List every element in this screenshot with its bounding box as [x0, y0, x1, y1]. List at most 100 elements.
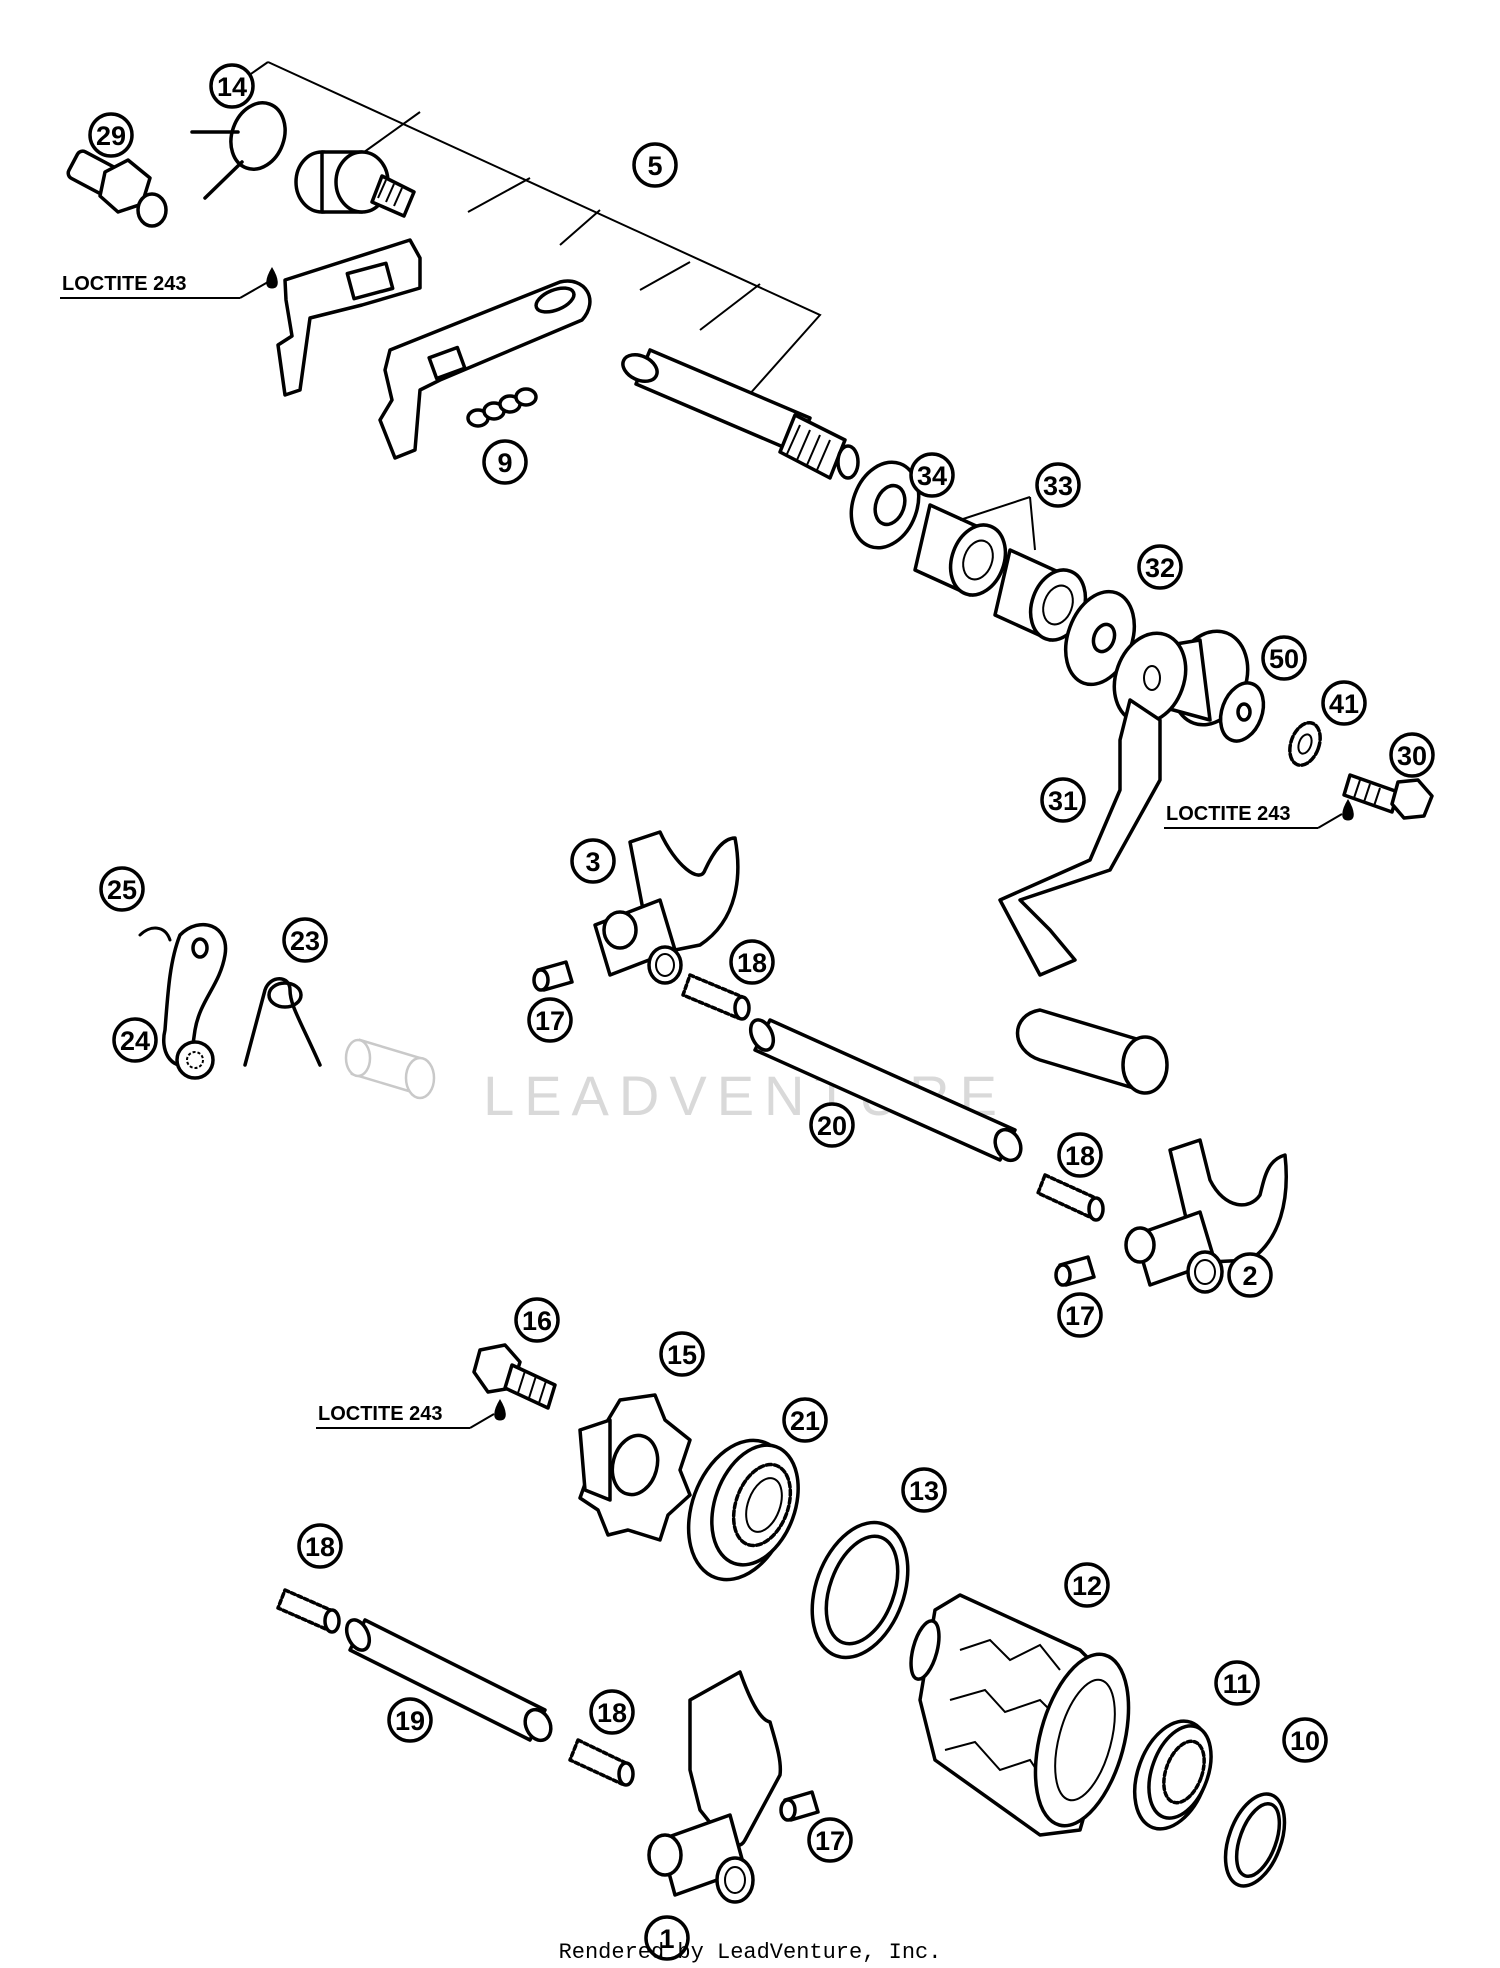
- part-shift-shaft[interactable]: [619, 348, 860, 480]
- part-31-shift-lever[interactable]: [998, 621, 1260, 1095]
- callout-p25: 25: [99, 866, 145, 912]
- part-2-shift-fork[interactable]: [1124, 1138, 1288, 1294]
- callout-p33: 33: [1035, 462, 1081, 508]
- callout-circle: [644, 1915, 690, 1961]
- callout-p19: 19: [387, 1697, 433, 1743]
- callout-circle: [659, 1331, 705, 1377]
- callout-label: 14: [217, 72, 247, 102]
- callout-label: 10: [1290, 1726, 1320, 1756]
- callout-p29: 29: [88, 112, 134, 158]
- callout-circle: [482, 439, 528, 485]
- part-10-shim[interactable]: [1214, 1786, 1296, 1894]
- part-13-shim[interactable]: [795, 1509, 926, 1671]
- callout-circle: [88, 112, 134, 158]
- part-17-pin-c[interactable]: [779, 1790, 820, 1822]
- callout-label: 1: [659, 1924, 674, 1954]
- svg-text:LOCTITE 243: LOCTITE 243: [1166, 803, 1290, 825]
- footer-credit: Rendered by LeadVenture, Inc.: [559, 1940, 942, 1965]
- part-32-washer[interactable]: [1054, 582, 1147, 694]
- part-shift-bolt[interactable]: [294, 150, 416, 218]
- callout-label: 50: [1269, 644, 1299, 674]
- callout-label: 34: [917, 461, 947, 491]
- callout-p1: 1: [644, 1915, 690, 1961]
- callout-circle: [782, 1397, 828, 1443]
- callout-p18b: 18: [1057, 1132, 1103, 1178]
- part-23-spring[interactable]: [243, 977, 322, 1067]
- callout-label: 11: [1223, 1669, 1252, 1699]
- part-14-spring[interactable]: [190, 95, 294, 200]
- callout-label: 5: [647, 151, 662, 181]
- callout-p9: 9: [482, 439, 528, 485]
- callout-circle: [209, 63, 255, 109]
- part-11-bearing[interactable]: [1121, 1711, 1223, 1840]
- callout-p21: 21: [782, 1397, 828, 1443]
- callout-label: 31: [1048, 786, 1078, 816]
- callout-circle: [1035, 462, 1081, 508]
- callout-circle: [99, 866, 145, 912]
- callout-label: 23: [290, 926, 320, 956]
- callout-label: 19: [395, 1706, 425, 1736]
- callout-p32: 32: [1137, 544, 1183, 590]
- part-24-detent-lever[interactable]: [162, 923, 228, 1080]
- part-16-bolt[interactable]: [472, 1343, 557, 1410]
- callout-circle: [1227, 1252, 1273, 1298]
- part-19-fork-rod[interactable]: [342, 1616, 555, 1744]
- callout-p14: 14: [209, 63, 255, 109]
- callout-label: 17: [1065, 1301, 1095, 1331]
- callout-circle: [1282, 1717, 1328, 1763]
- svg-text:LOCTITE 243: LOCTITE 243: [318, 1403, 442, 1425]
- loctite-note-top: LOCTITE 243: [60, 267, 278, 299]
- callout-circle: [1389, 732, 1435, 778]
- part-17-pin-b[interactable]: [1054, 1255, 1096, 1287]
- part-33-bushing-a[interactable]: [913, 503, 1015, 603]
- part-18-spring-c[interactable]: [276, 1588, 341, 1634]
- part-faded-bolt: [344, 1038, 436, 1100]
- callout-p11: 11: [1214, 1660, 1260, 1706]
- callout-p10: 10: [1282, 1717, 1328, 1763]
- group-bracket-5: [224, 61, 822, 406]
- part-18-spring-a[interactable]: [681, 973, 751, 1021]
- callout-label: 18: [597, 1698, 627, 1728]
- part-3-shift-fork[interactable]: [593, 830, 740, 985]
- part-18-spring-b[interactable]: [1036, 1173, 1105, 1222]
- callout-p18d: 18: [589, 1689, 635, 1735]
- part-29-stud[interactable]: [66, 149, 168, 228]
- callout-p20: 20: [809, 1102, 855, 1148]
- callout-label: 32: [1145, 553, 1175, 583]
- part-1-shift-fork[interactable]: [647, 1670, 783, 1904]
- callout-label: 2: [1242, 1261, 1257, 1291]
- callout-circle: [901, 1467, 947, 1513]
- callout-circle: [1057, 1292, 1103, 1338]
- callout-p24: 24: [112, 1017, 158, 1063]
- callout-circle: [387, 1697, 433, 1743]
- part-12-shift-drum[interactable]: [906, 1593, 1146, 1837]
- part-9-rings[interactable]: [466, 387, 538, 428]
- callout-label: 18: [1065, 1141, 1095, 1171]
- part-20-fork-rod[interactable]: [746, 1016, 1025, 1164]
- part-15-shift-cam[interactable]: [578, 1393, 692, 1542]
- part-34-washer[interactable]: [840, 453, 930, 558]
- part-50-washer[interactable]: [1213, 677, 1271, 747]
- part-17-pin-a[interactable]: [532, 960, 574, 992]
- callout-p17b: 17: [1057, 1292, 1103, 1338]
- callout-circle: [297, 1523, 343, 1569]
- callout-p16: 16: [514, 1297, 560, 1343]
- callout-label: 13: [909, 1476, 939, 1506]
- part-18-spring-d[interactable]: [568, 1738, 635, 1787]
- callout-label: 9: [497, 448, 512, 478]
- callout-circle: [1261, 635, 1307, 681]
- callout-circle: [632, 142, 678, 188]
- callout-circle: [1064, 1562, 1110, 1608]
- part-30-bolt[interactable]: [1342, 773, 1434, 820]
- callout-label: 18: [737, 948, 767, 978]
- part-shift-lever-plate[interactable]: [378, 279, 592, 460]
- part-25-circlip[interactable]: [138, 926, 172, 942]
- part-shift-plate-upper[interactable]: [276, 238, 422, 397]
- part-21-bearing[interactable]: [670, 1426, 814, 1594]
- callout-circle: [527, 997, 573, 1043]
- callout-p3: 3: [570, 838, 616, 884]
- part-41-lock-washer[interactable]: [1284, 719, 1325, 770]
